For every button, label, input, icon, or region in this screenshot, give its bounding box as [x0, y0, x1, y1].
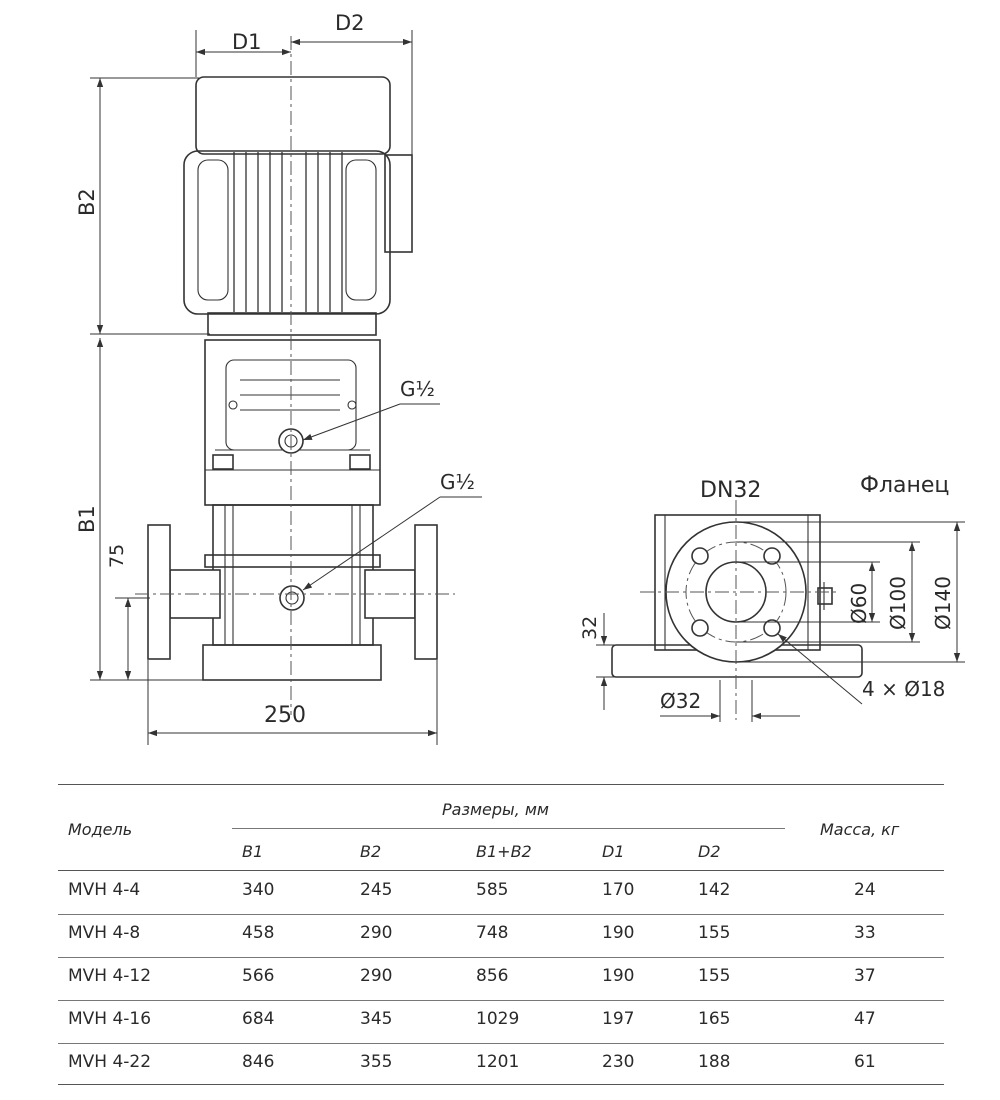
pump-front-view: [135, 36, 455, 715]
dim-250-label: 250: [264, 703, 306, 728]
table-cell-b1b2: 856: [476, 966, 509, 986]
table-cell-b1b2: 1029: [476, 1009, 520, 1029]
bolt-holes-label: 4 × Ø18: [862, 677, 945, 701]
header-mass: Масса, кг: [820, 820, 900, 839]
dim-d60-label: Ø60: [847, 583, 871, 624]
table-cell-d2: 165: [698, 1009, 731, 1029]
dim-32-label: 32: [579, 616, 601, 640]
vent-thread-label: G½: [400, 377, 435, 401]
table-cell-b1: 566: [242, 966, 275, 986]
table-cell-d1: 230: [602, 1052, 635, 1072]
table-cell-b2: 290: [360, 923, 393, 943]
table-cell-d2: 142: [698, 880, 731, 900]
table-row-model: MVH 4-16: [68, 1009, 152, 1029]
table-cell-b1b2: 748: [476, 923, 509, 943]
dim-d2-label: D2: [335, 11, 365, 35]
table-cell-mass: 37: [854, 966, 876, 986]
pump-head: [204, 339, 381, 506]
dim-75-label: 75: [106, 544, 128, 568]
table-cell-b1b2: 585: [476, 880, 509, 900]
header-dimensions: Размеры, мм: [442, 800, 549, 819]
dim-d32-label: Ø32: [660, 689, 701, 713]
table-cell-b2: 355: [360, 1052, 393, 1072]
dim-d1-label: D1: [232, 30, 262, 54]
table-cell-d2: 155: [698, 923, 731, 943]
front-view-dimensions: [90, 30, 482, 745]
table-cell-b1: 458: [242, 923, 275, 943]
table-row-model: MVH 4-4: [68, 880, 141, 900]
dimensions-table: Модель Размеры, мм Масса, кг B1 B2 B1+B2…: [0, 770, 1000, 1090]
flange-view: [611, 500, 863, 720]
table-cell-mass: 47: [854, 1009, 876, 1029]
dim-b2-label: B2: [75, 188, 99, 216]
table-cell-b2: 290: [360, 966, 393, 986]
drain-thread-label: G½: [440, 470, 475, 494]
flange-dimensions: [596, 521, 965, 722]
terminal-box: [384, 154, 413, 253]
table-cell-b2: 245: [360, 880, 393, 900]
table-row-model: MVH 4-8: [68, 923, 141, 943]
dim-b1-label: B1: [75, 505, 99, 533]
header-model: Модель: [68, 820, 133, 839]
header-b1b2: B1+B2: [476, 842, 532, 861]
table-cell-d1: 170: [602, 880, 635, 900]
motor-body: [183, 150, 391, 315]
drain-plug: [279, 585, 305, 611]
table-cell-b1: 340: [242, 880, 275, 900]
bolt-holes: [691, 547, 781, 637]
header-d2: D2: [698, 842, 721, 861]
table-cell-d2: 155: [698, 966, 731, 986]
table-cell-mass: 24: [854, 880, 876, 900]
table-cell-d1: 190: [602, 966, 635, 986]
table-cell-mass: 33: [854, 923, 876, 943]
motor-fan-cover: [195, 76, 391, 155]
table-row-model: MVH 4-12: [68, 966, 152, 986]
outlet-flange: [414, 524, 438, 660]
table-cell-d1: 197: [602, 1009, 635, 1029]
inlet-flange: [147, 524, 171, 660]
table-cell-d1: 190: [602, 923, 635, 943]
flange-title: Фланец: [860, 473, 949, 498]
table-cell-b1: 684: [242, 1009, 275, 1029]
pump-dimension-drawing: D1 D2 B2 B1 75 G½ G½ 250: [75, 11, 965, 745]
table-cell-mass: 61: [854, 1052, 876, 1072]
table-cell-b1b2: 1201: [476, 1052, 520, 1072]
header-b1: B1: [242, 842, 264, 861]
table-cell-b2: 345: [360, 1009, 393, 1029]
header-b2: B2: [360, 842, 382, 861]
dim-d100-label: Ø100: [886, 576, 910, 630]
header-d1: D1: [602, 842, 625, 861]
table-row-model: MVH 4-22: [68, 1052, 152, 1072]
pump-base: [202, 644, 382, 681]
table-cell-d2: 188: [698, 1052, 731, 1072]
table-cell-b1: 846: [242, 1052, 275, 1072]
dim-d140-label: Ø140: [931, 576, 955, 630]
motor-cooling-fins: [233, 152, 343, 312]
flange-dn-label: DN32: [700, 478, 761, 503]
